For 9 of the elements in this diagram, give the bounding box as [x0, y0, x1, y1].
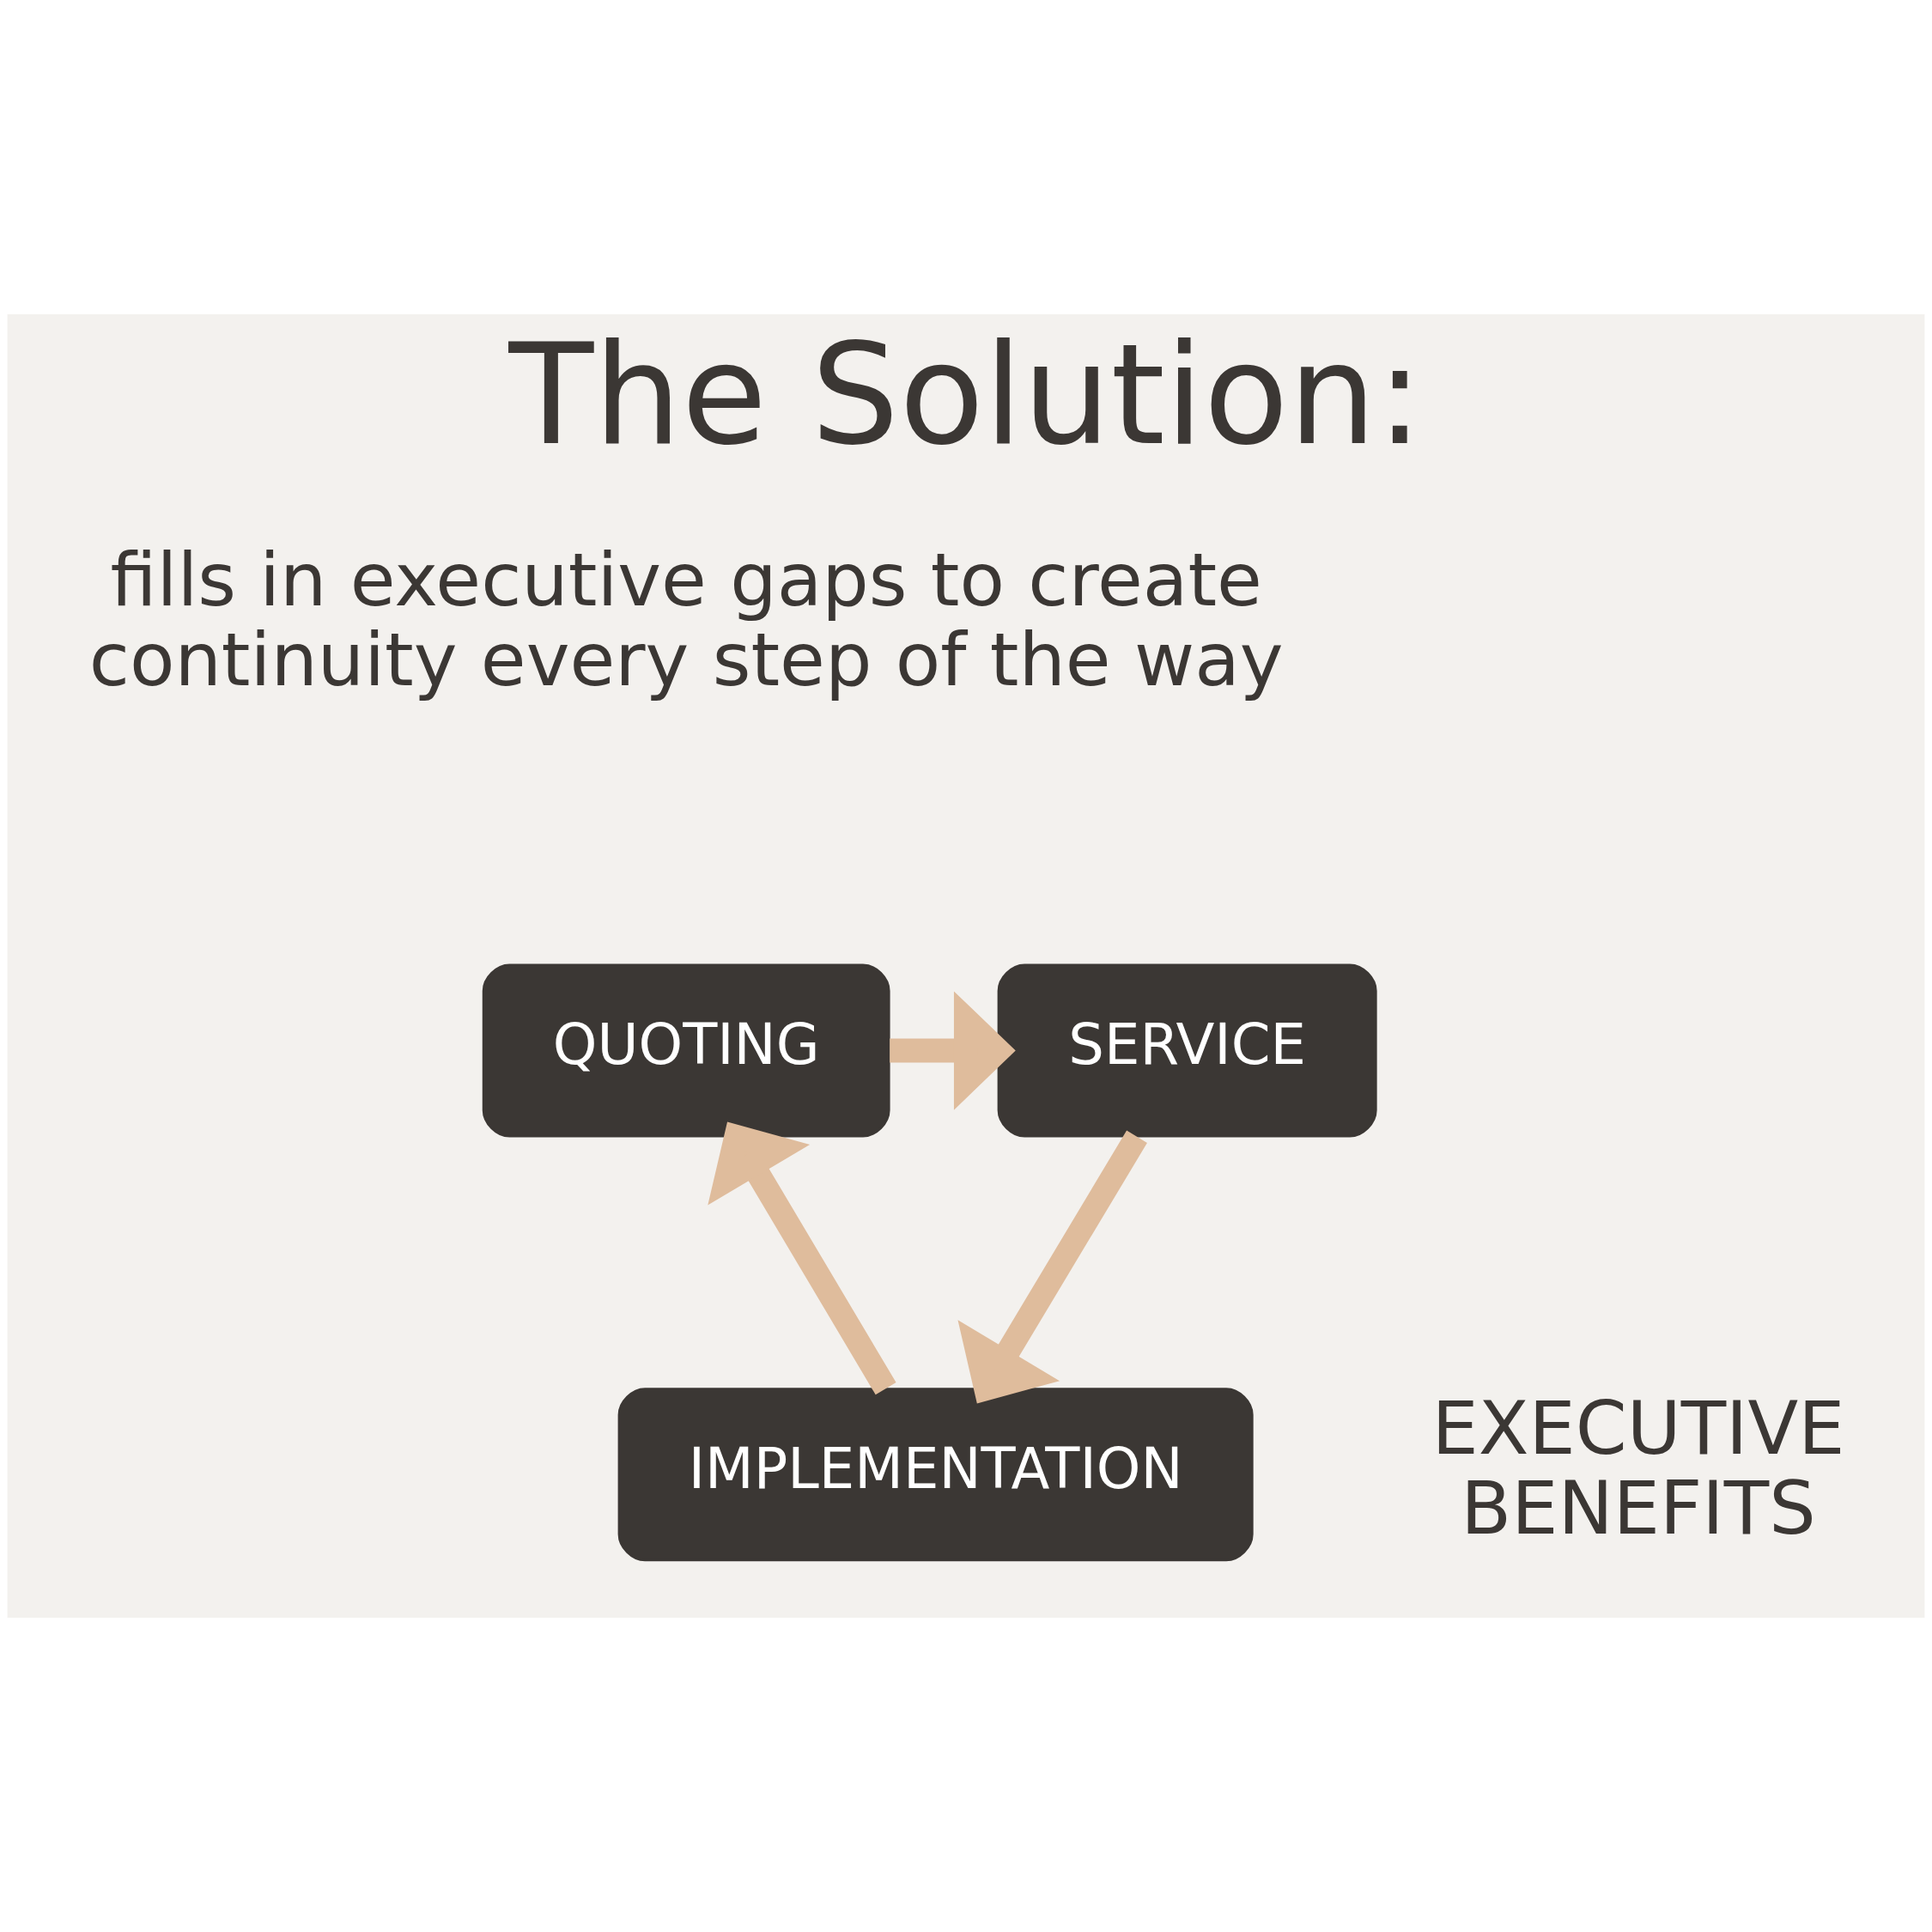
arrow — [957, 1130, 1147, 1404]
node-box: SERVICE — [997, 963, 1377, 1138]
node-box: IMPLEMENTATION — [617, 1388, 1254, 1562]
label: fills in executive gaps to create continuity every step of the way — [88, 536, 1284, 703]
diagram-title: The Solution: — [508, 313, 1424, 476]
label: EXECUTIVE BENEFITS — [1431, 1384, 1845, 1551]
node-box: QUOTING — [482, 963, 890, 1138]
arrow — [890, 991, 1016, 1110]
arrow — [708, 1121, 896, 1395]
